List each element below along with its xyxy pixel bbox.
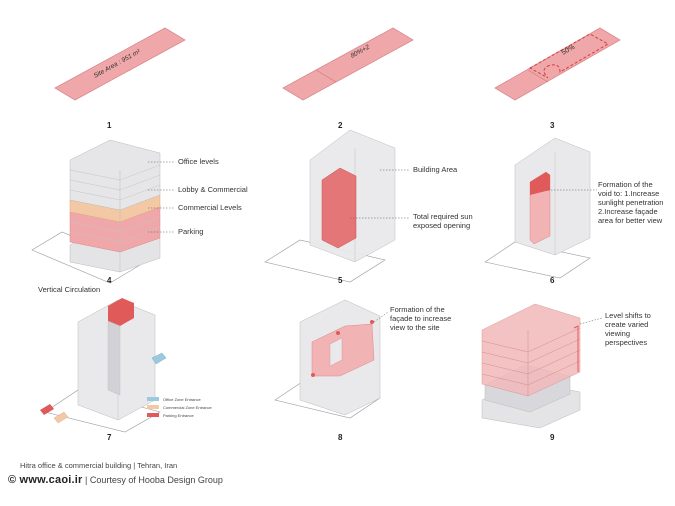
label-building-area: Building Area [413,165,458,174]
site-parcel [54,27,186,101]
step-number: 6 [550,276,555,285]
facade-marker [336,331,340,335]
label-office-levels: Office levels [178,157,219,166]
fifty-percent-boundary [528,33,610,79]
label-facade-wrap: Formation of the façade to increase view… [390,305,452,332]
label-sun-opening-wrap: Total required sun exposed opening [413,212,473,230]
step-6-diagram: Formation of the void to: 1.Increase sun… [484,137,664,285]
label-parking: Parking [178,227,203,236]
legend-swatch-office [147,397,159,401]
label-level-shifts-wrap: Level shifts to create varied viewing pe… [605,311,651,347]
void-top [530,172,550,195]
step-number: 2 [338,121,343,130]
label-vertical-circulation: Vertical Circulation [38,285,100,294]
label-void-wrap: Formation of the void to: 1.Increase sun… [598,180,664,225]
step-number: 3 [550,121,555,130]
legend-label-commercial: Commercial Zone Entrance [163,405,212,410]
legend-label-office: Office Zone Entrance [163,397,202,402]
step-1-diagram: Site Area : 951 m² 1 [54,27,186,130]
leader-line [579,317,603,325]
site-parcel [494,27,621,101]
step-3-diagram: 50% 3 [494,27,621,130]
step-number: 5 [338,276,343,285]
legend: Office Zone Entrance Commercial Zone Ent… [147,397,212,418]
facade-cut [329,337,343,367]
label-void: Formation of the void to: 1.Increase sun… [598,180,664,225]
leader-lines [350,169,410,219]
step-number: 4 [107,276,112,285]
label-sun-opening: Total required sun exposed opening [413,212,473,230]
vertical-circulation-core [108,298,134,326]
core-shaft [107,320,121,396]
step-8-diagram: Formation of the façade to increase view… [274,299,452,442]
office-levels [69,139,161,211]
site-outline [264,239,386,283]
office-entrance-arrow [151,352,167,365]
step-2-diagram: 80%+2 2 [282,27,414,130]
courtesy-text: | Courtesy of Hooba Design Group [85,475,223,485]
parking-entrance-arrow [40,404,54,415]
setback-line [315,69,337,83]
building-volume [514,137,591,256]
step-number: 9 [550,433,555,442]
label-commercial-levels: Commercial Levels [178,203,242,212]
project-caption: Hitra office & commercial building | Teh… [20,461,178,470]
sun-opening [321,167,357,249]
credit-line: © www.caoi.ir | Courtesy of Hooba Design… [8,474,223,486]
label-level-shifts: Level shifts to create varied viewing pe… [605,311,651,347]
facade-marker [370,320,374,324]
step-number: 8 [338,433,343,442]
legend-swatch-parking [147,413,159,417]
legend-swatch-commercial [147,405,159,409]
step-5-diagram: Building Area Total required sun exposed… [264,129,473,285]
label-lobby-commercial: Lobby & Commercial [178,185,248,194]
site-parcel [282,27,414,101]
legend-label-parking: Parking Entrance [163,413,194,418]
shifted-levels [481,303,581,397]
label-facade: Formation of the façade to increase view… [390,305,452,332]
site-watermark[interactable]: © www.caoi.ir [8,474,83,486]
commercial-entrance-arrow [53,411,69,424]
step-7-diagram: Office Zone Entrance Commercial Zone Ent… [40,298,212,442]
setback-line [527,69,549,83]
step-number: 7 [107,433,112,442]
facade-marker [311,373,315,377]
site-outline [44,389,161,433]
step-9-diagram: Level shifts to create varied viewing pe… [481,303,651,442]
leader-lines [148,161,175,233]
step-4-diagram: Office levels Lobby & Commercial Commerc… [31,139,248,294]
step-number: 1 [107,121,112,130]
site-outline [484,241,591,279]
